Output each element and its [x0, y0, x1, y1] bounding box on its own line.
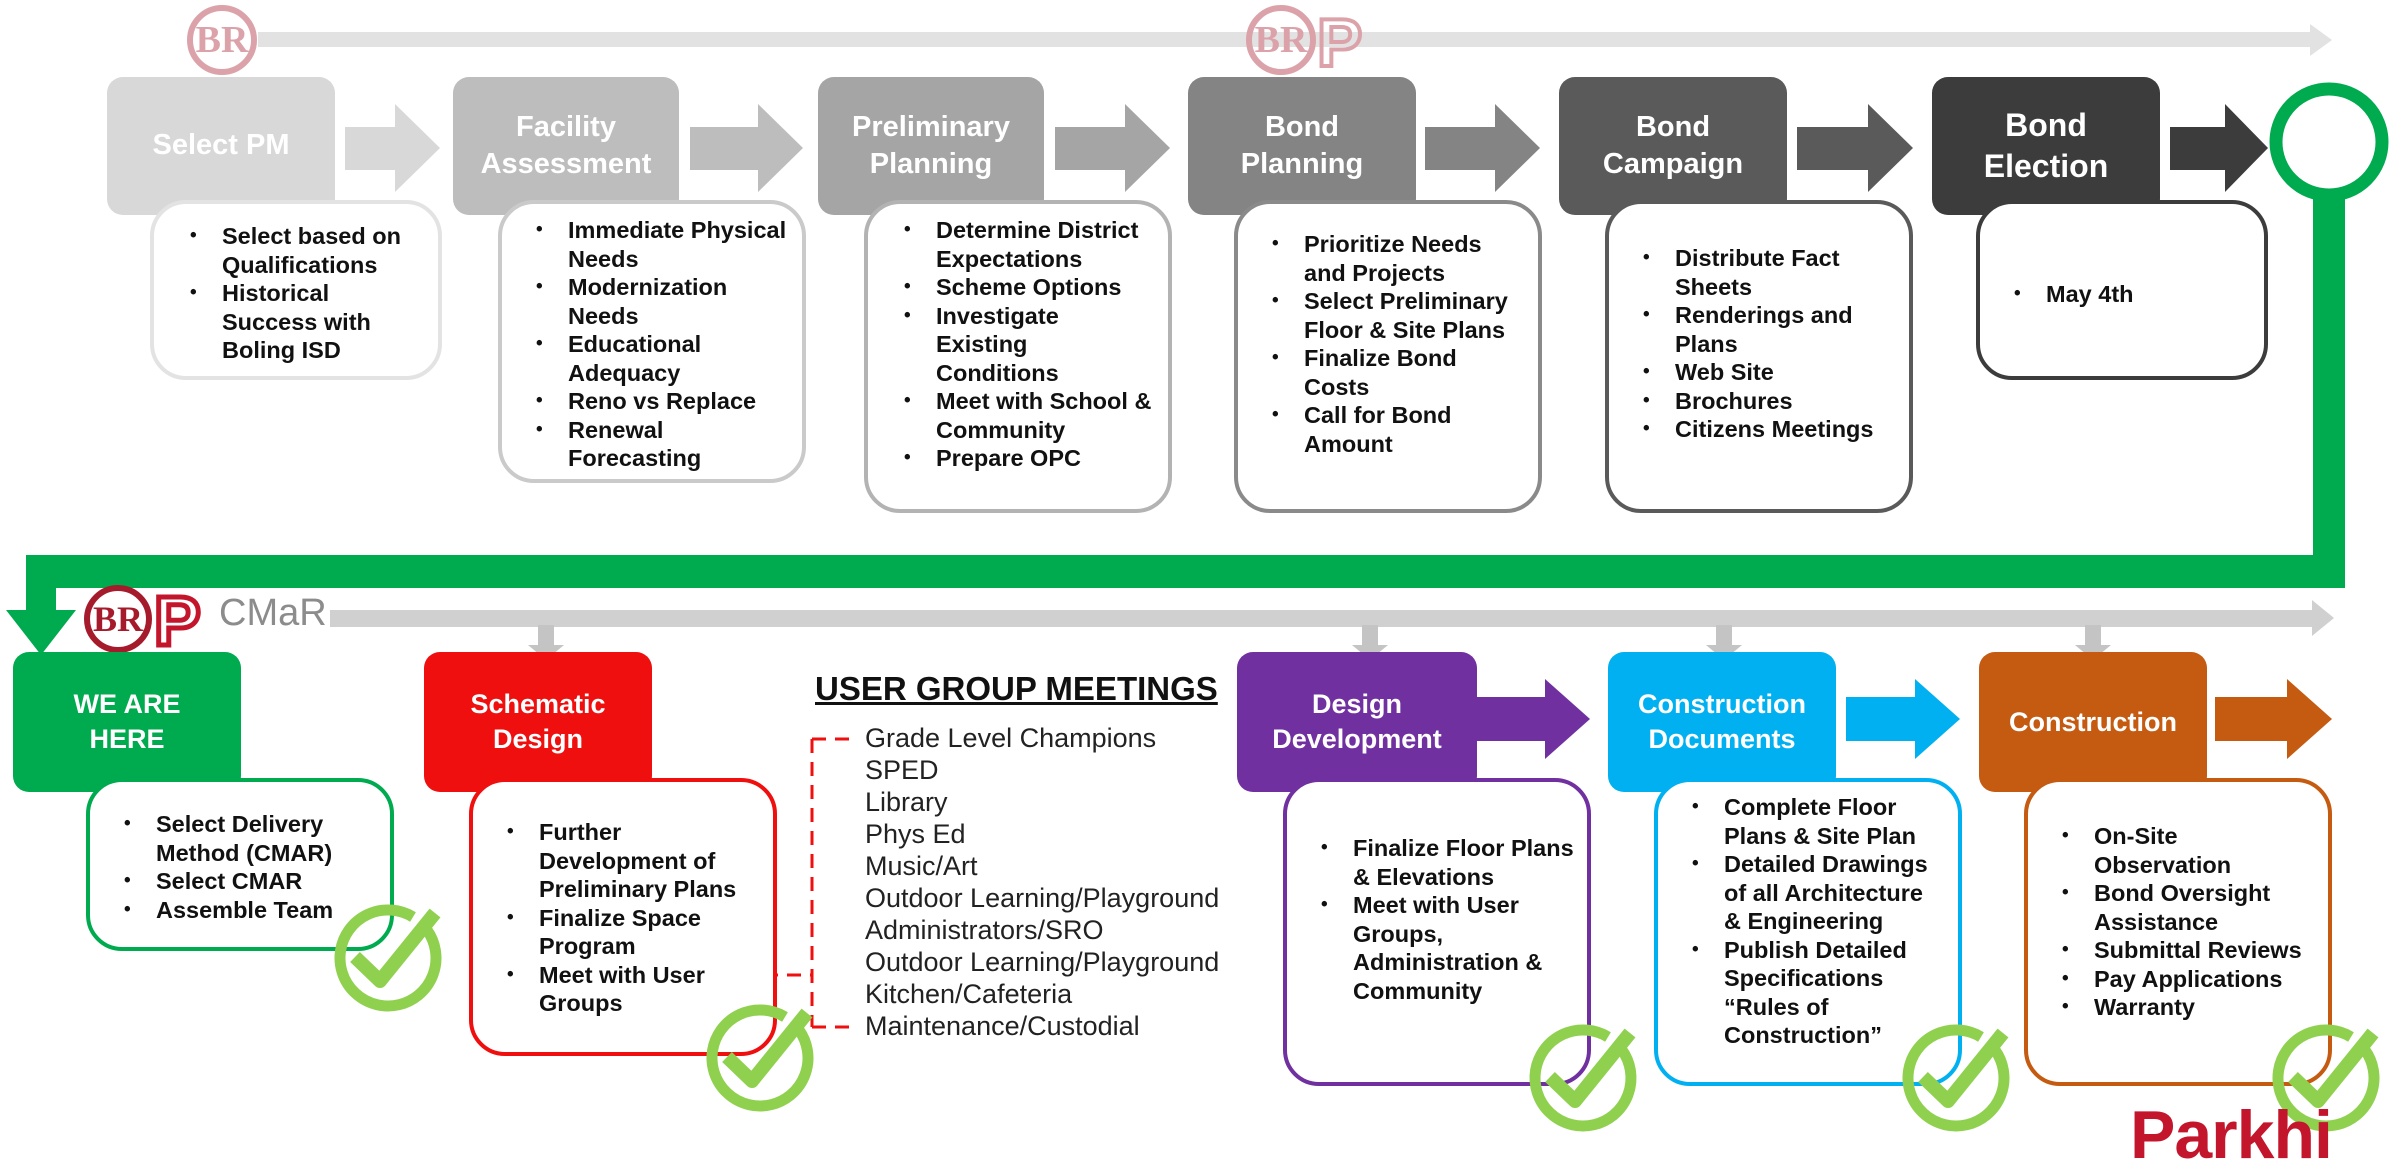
list-item: Administrators/SRO — [865, 915, 1104, 945]
list-item: Pay Applications — [2054, 965, 2316, 994]
phase-box-construction: On-Site Observation Bond Oversight Assis… — [2024, 778, 2332, 1086]
list-item: Select Delivery Method (CMAR) — [116, 810, 378, 867]
list-item: Renewal Forecasting — [528, 416, 788, 473]
svg-text:P: P — [1317, 5, 1362, 76]
phase-header-construction: Construction — [1979, 652, 2207, 792]
phase-box-bond-planning: Prioritize Needs and Projects Select Pre… — [1234, 200, 1542, 513]
list-item: Call for Bond Amount — [1264, 401, 1526, 458]
list-item: Select Preliminary Floor & Site Plans — [1264, 287, 1526, 344]
phase-box-select-pm: Select based on Qualifications Historica… — [150, 200, 442, 380]
list-item: Historical Success with Boling ISD — [182, 279, 420, 365]
boling-parkhill-logo-top: BR P — [1246, 4, 1364, 76]
list-item: Modernization Needs — [528, 273, 788, 330]
list-item: Prepare OPC — [896, 444, 1156, 473]
list-item: Bond Oversight Assistance — [2054, 879, 2316, 936]
phase-box-construction-documents: Complete Floor Plans & Site Plan Detaile… — [1654, 778, 1962, 1086]
phase-header-construction-documents: Construction Documents — [1608, 652, 1836, 792]
phase-box-schematic-design: Further Development of Preliminary Plans… — [469, 778, 777, 1056]
list-item: Meet with School & Community — [896, 387, 1156, 444]
list-item: Reno vs Replace — [528, 387, 788, 416]
list-item: Select CMAR — [116, 867, 378, 896]
list-item: Detailed Drawings of all Architecture & … — [1684, 850, 1946, 936]
checkmark-icon — [2272, 1024, 2380, 1132]
phase-box-preliminary-planning: Determine District Expectations Scheme O… — [864, 200, 1172, 513]
phase-header-we-are-here: WE ARE HERE — [13, 652, 241, 792]
list-item: Renderings and Plans — [1635, 301, 1897, 358]
list-item: Meet with User Groups — [499, 961, 761, 1018]
boling-logo-top-left: BR — [187, 5, 257, 75]
green-connector — [6, 82, 2389, 655]
phase-box-bond-campaign: Distribute Fact Sheets Renderings and Pl… — [1605, 200, 1913, 513]
list-item: Submittal Reviews — [2054, 936, 2316, 965]
list-item: Outdoor Learning/Playground — [865, 883, 1220, 913]
list-item: Brochures — [1635, 387, 1897, 416]
phase-box-design-development: Finalize Floor Plans & Elevations Meet w… — [1283, 778, 1591, 1086]
checkmark-icon — [706, 1004, 814, 1112]
list-item: Citizens Meetings — [1635, 415, 1897, 444]
cmar-label: CMaR — [219, 592, 327, 634]
list-item: Outdoor Learning/Playground — [865, 947, 1220, 977]
list-item: Finalize Floor Plans & Elevations — [1313, 834, 1575, 891]
list-item: Select based on Qualifications — [182, 222, 420, 279]
svg-text:BR: BR — [93, 599, 144, 639]
phase-header-preliminary-planning: Preliminary Planning — [818, 77, 1044, 215]
list-item: Assemble Team — [116, 896, 378, 925]
phase-header-bond-planning: Bond Planning — [1188, 77, 1416, 215]
list-item: Finalize Space Program — [499, 904, 761, 961]
phase-box-we-are-here: Select Delivery Method (CMAR) Select CMA… — [86, 778, 394, 951]
phase-header-facility-assessment: Facility Assessment — [453, 77, 679, 215]
list-item: Kitchen/Cafeteria — [865, 979, 1073, 1009]
checkmark-icon — [334, 904, 442, 1012]
svg-text:BR: BR — [196, 19, 249, 61]
phase-header-bond-campaign: Bond Campaign — [1559, 77, 1787, 215]
list-item: Educational Adequacy — [528, 330, 788, 387]
list-item: On-Site Observation — [2054, 822, 2316, 879]
bottom-phase-arrows — [1475, 679, 2332, 759]
user-group-meetings-title: USER GROUP MEETINGS — [815, 670, 1218, 707]
list-item: Determine District Expectations — [896, 216, 1156, 273]
list-item: Music/Art — [865, 851, 978, 881]
list-item: Publish Detailed Specifications “Rules o… — [1684, 936, 1946, 1050]
phase-header-schematic-design: Schematic Design — [424, 652, 652, 792]
phase-box-facility-assessment: Immediate Physical Needs Modernization N… — [498, 200, 806, 483]
brand-logo-text: Parkhi — [2130, 1097, 2333, 1173]
list-item: Investigate Existing Conditions — [896, 302, 1156, 388]
bottom-timeline-arrow — [330, 600, 2334, 636]
phase-box-bond-election: May 4th — [1976, 200, 2268, 380]
checkmark-icon — [1902, 1024, 2010, 1132]
top-timeline-arrow — [258, 24, 2332, 56]
svg-text:P: P — [154, 583, 201, 655]
list-item: Meet with User Groups, Administration & … — [1313, 891, 1575, 1005]
list-item: May 4th — [2006, 280, 2252, 309]
list-item: Distribute Fact Sheets — [1635, 244, 1897, 301]
list-item: Scheme Options — [896, 273, 1156, 302]
top-phase-arrows — [345, 104, 2268, 192]
list-item: Maintenance/Custodial — [865, 1011, 1140, 1041]
phase-header-select-pm: Select PM — [107, 77, 335, 215]
list-item: Prioritize Needs and Projects — [1264, 230, 1526, 287]
list-item: Warranty — [2054, 993, 2316, 1022]
list-item: Complete Floor Plans & Site Plan — [1684, 793, 1946, 850]
list-item: Library — [865, 787, 948, 817]
user-group-meetings-list: Grade Level Champions SPED Library Phys … — [865, 722, 1219, 1042]
list-item: SPED — [865, 755, 939, 785]
phase-header-design-development: Design Development — [1237, 652, 1477, 792]
phase-header-bond-election: Bond Election — [1932, 77, 2160, 215]
list-item: Web Site — [1635, 358, 1897, 387]
list-item: Immediate Physical Needs — [528, 216, 788, 273]
boling-parkhill-logo-bottom: BR P — [84, 583, 203, 655]
list-item: Grade Level Champions — [865, 723, 1157, 753]
list-item: Phys Ed — [865, 819, 966, 849]
checkmark-icon — [1529, 1024, 1637, 1132]
svg-text:BR: BR — [1255, 19, 1308, 61]
list-item: Finalize Bond Costs — [1264, 344, 1526, 401]
list-item: Further Development of Preliminary Plans — [499, 818, 761, 904]
